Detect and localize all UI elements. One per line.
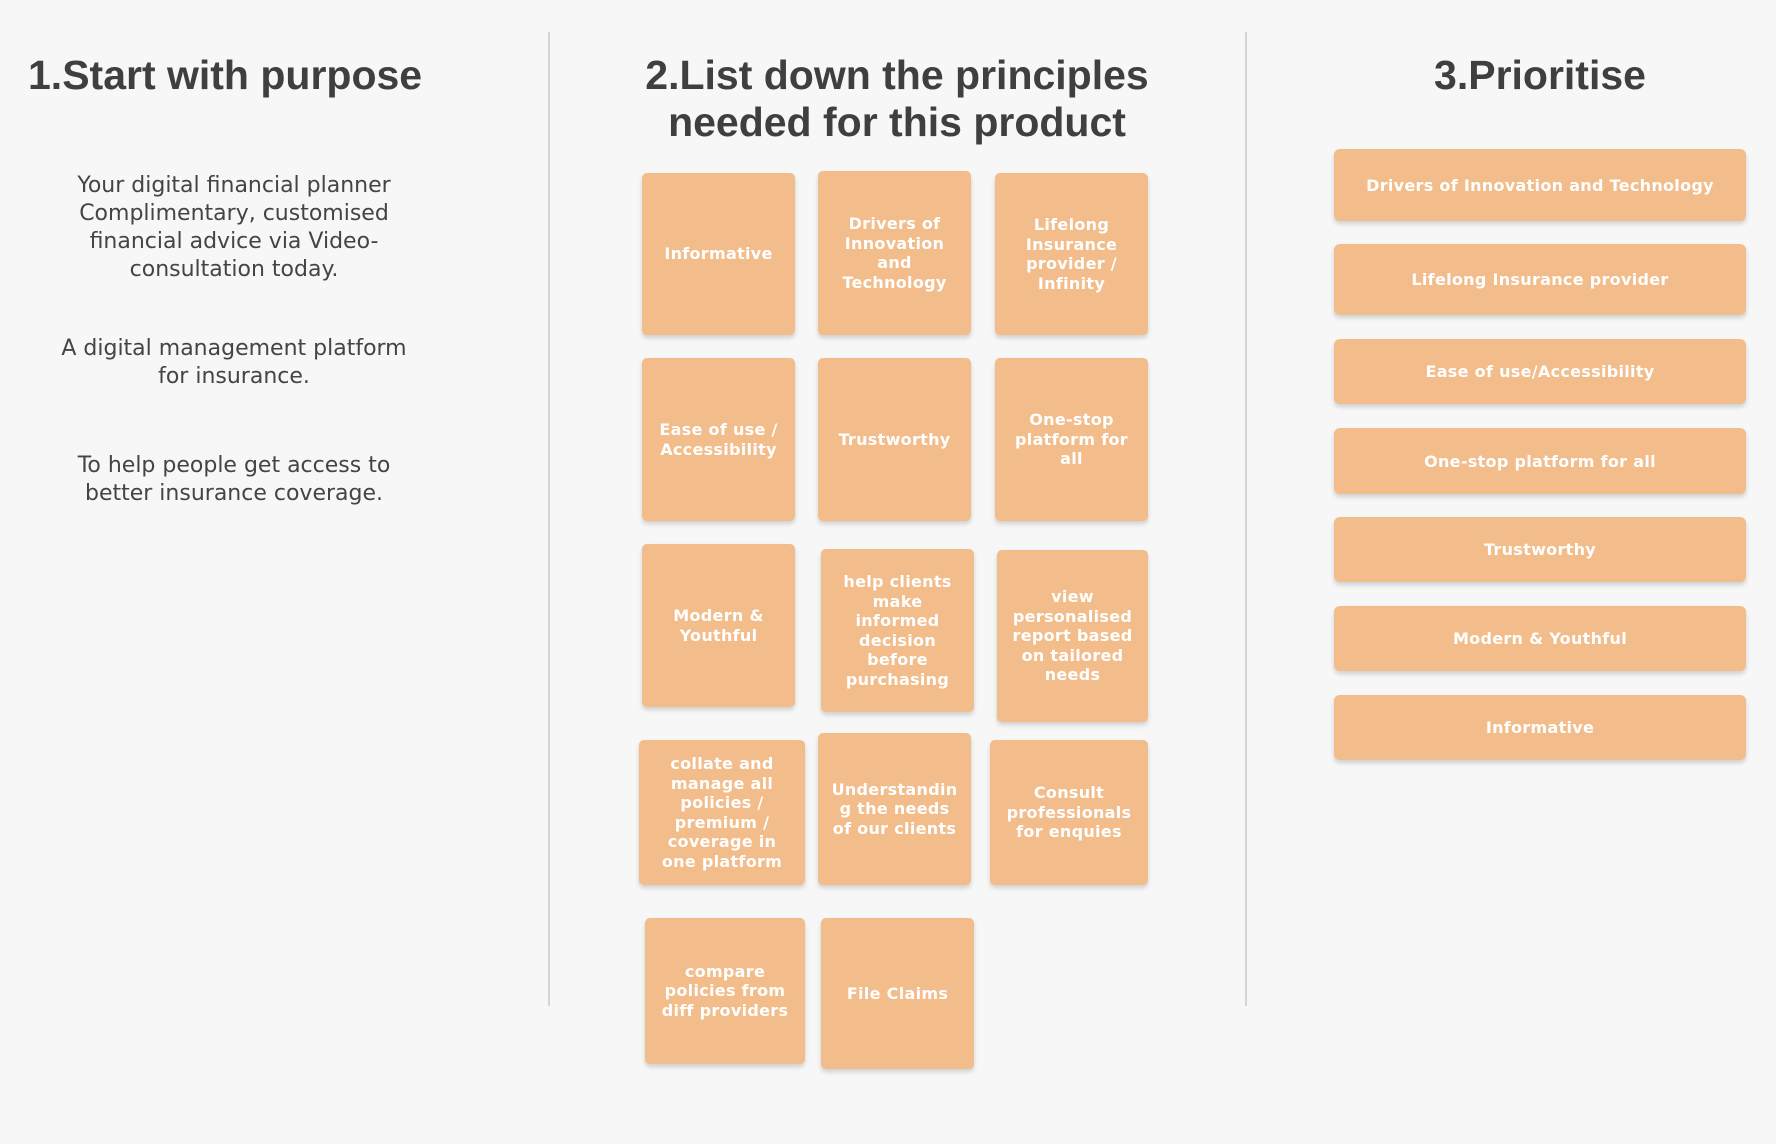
sticky-note[interactable]: File Claims — [821, 918, 974, 1069]
sticky-note[interactable]: Understanding the needs of our clients — [818, 733, 971, 885]
principles-heading-line-1: 2.List down the principles — [645, 52, 1149, 98]
sticky-note[interactable]: One-stop platform for all — [995, 358, 1148, 521]
priority-item[interactable]: Lifelong Insurance provider — [1334, 244, 1746, 315]
column-divider-2 — [1245, 32, 1247, 1006]
sticky-note[interactable]: view personalised report based on tailor… — [997, 550, 1148, 722]
principles-heading: 2.List down the principles needed for th… — [597, 52, 1197, 146]
priority-item[interactable]: One-stop platform for all — [1334, 428, 1746, 494]
sticky-note[interactable]: help clients make informed decision befo… — [821, 549, 974, 712]
sticky-note[interactable]: Consult professionals for enquies — [990, 740, 1148, 885]
prioritise-heading: 3.Prioritise — [1434, 52, 1646, 98]
sticky-note[interactable]: Drivers of Innovation and Technology — [818, 171, 971, 335]
principles-heading-line-2: needed for this product — [668, 99, 1126, 145]
sticky-note[interactable]: compare policies from diff providers — [645, 918, 805, 1064]
sticky-note[interactable]: Ease of use / Accessibility — [642, 358, 795, 521]
column-divider-1 — [548, 32, 550, 1006]
purpose-statement-1: Your digital financial planner Complimen… — [77, 173, 391, 282]
priority-item[interactable]: Drivers of Innovation and Technology — [1334, 149, 1746, 221]
priority-item[interactable]: Trustworthy — [1334, 517, 1746, 582]
purpose-statement-2: A digital management platform for insura… — [61, 336, 407, 389]
sticky-note[interactable]: Lifelong Insurance provider / Infinity — [995, 173, 1148, 335]
priority-item[interactable]: Ease of use/Accessibility — [1334, 339, 1746, 404]
priority-item[interactable]: Informative — [1334, 695, 1746, 760]
priority-item[interactable]: Modern & Youthful — [1334, 606, 1746, 671]
sticky-note[interactable]: Informative — [642, 173, 795, 335]
purpose-statement-3: To help people get access to better insu… — [77, 453, 391, 506]
sticky-note[interactable]: Trustworthy — [818, 358, 971, 521]
sticky-note[interactable]: collate and manage all policies / premiu… — [639, 740, 805, 885]
purpose-heading: 1.Start with purpose — [28, 52, 423, 98]
sticky-note[interactable]: Modern & Youthful — [642, 544, 795, 707]
